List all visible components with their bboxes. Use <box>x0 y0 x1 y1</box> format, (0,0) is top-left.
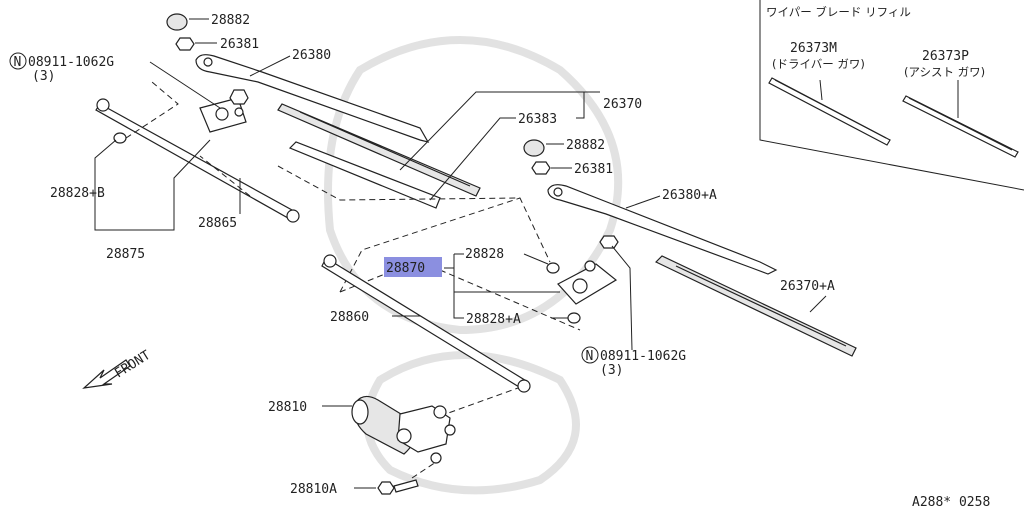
label-26381-top: 26381 <box>220 37 259 52</box>
wiper-arm-26380 <box>195 54 430 143</box>
wiper-blade-26370 <box>277 103 481 197</box>
pivot-bracket-left <box>199 89 249 133</box>
label-26373m-note: (ドライバー ガワ) <box>772 57 865 71</box>
bushing-28828b <box>113 132 127 144</box>
label-28882-mid: 28882 <box>566 138 605 153</box>
label-28882-top: 28882 <box>211 13 250 28</box>
label-08911-left: 08911-1062G <box>28 55 114 70</box>
figure-code: A288* 0258 <box>912 495 990 510</box>
nut-26381-top <box>175 37 195 51</box>
label-26380: 26380 <box>292 48 331 63</box>
refill-inset-border <box>759 0 1024 191</box>
pivot-bracket-right <box>557 235 619 305</box>
label-28875: 28875 <box>106 247 145 262</box>
link-rod-28860 <box>321 254 531 393</box>
label-front: FRONT <box>112 348 153 382</box>
nut-symbol-right-icon <box>581 346 599 364</box>
label-26370a: 26370+A <box>780 279 835 294</box>
nut-symbol-left: N <box>14 55 22 70</box>
label-28828: 28828 <box>465 247 504 262</box>
label-26383: 26383 <box>518 112 557 127</box>
spoiler-26383 <box>288 141 441 209</box>
label-26381-mid: 26381 <box>574 162 613 177</box>
label-26373p-note: (アシスト ガワ) <box>904 65 985 79</box>
bushing-28828a <box>567 312 581 324</box>
wiper-arm-26380a <box>547 184 778 275</box>
label-28810a: 28810A <box>290 482 337 497</box>
nut-symbol-left-icon <box>9 52 27 70</box>
bushing-28828 <box>546 262 560 274</box>
refill-blade-assist <box>902 95 1019 158</box>
label-refill-title: ワイパー ブレード リフィル <box>766 5 911 19</box>
link-rod-28865 <box>95 98 300 223</box>
nut-26381-mid <box>531 161 551 175</box>
front-arrow-icon <box>82 359 131 389</box>
highlight-28870 <box>384 257 442 277</box>
label-28865: 28865 <box>198 216 237 231</box>
label-26380a: 26380+A <box>662 188 717 203</box>
label-26373m: 26373M <box>790 41 837 56</box>
refill-blade-driver <box>768 77 891 146</box>
label-28828b: 28828+B <box>50 186 105 201</box>
label-28860: 28860 <box>330 310 369 325</box>
cap-28882-top <box>166 13 188 31</box>
label-28870: 28870 <box>386 261 425 276</box>
wiper-motor-28810 <box>351 395 456 464</box>
wiper-blade-26370a <box>654 255 857 357</box>
label-28810: 28810 <box>268 400 307 415</box>
label-26373p: 26373P <box>922 49 969 64</box>
label-08911-right-qty: (3) <box>600 363 623 378</box>
label-28828a: 28828+A <box>466 312 521 327</box>
label-08911-right: 08911-1062G <box>600 349 686 364</box>
label-08911-left-qty: (3) <box>32 69 55 84</box>
cap-28882-mid <box>523 139 545 157</box>
nut-symbol-right: N <box>586 349 594 364</box>
label-26370: 26370 <box>603 97 642 112</box>
bolt-28810a <box>377 479 419 495</box>
